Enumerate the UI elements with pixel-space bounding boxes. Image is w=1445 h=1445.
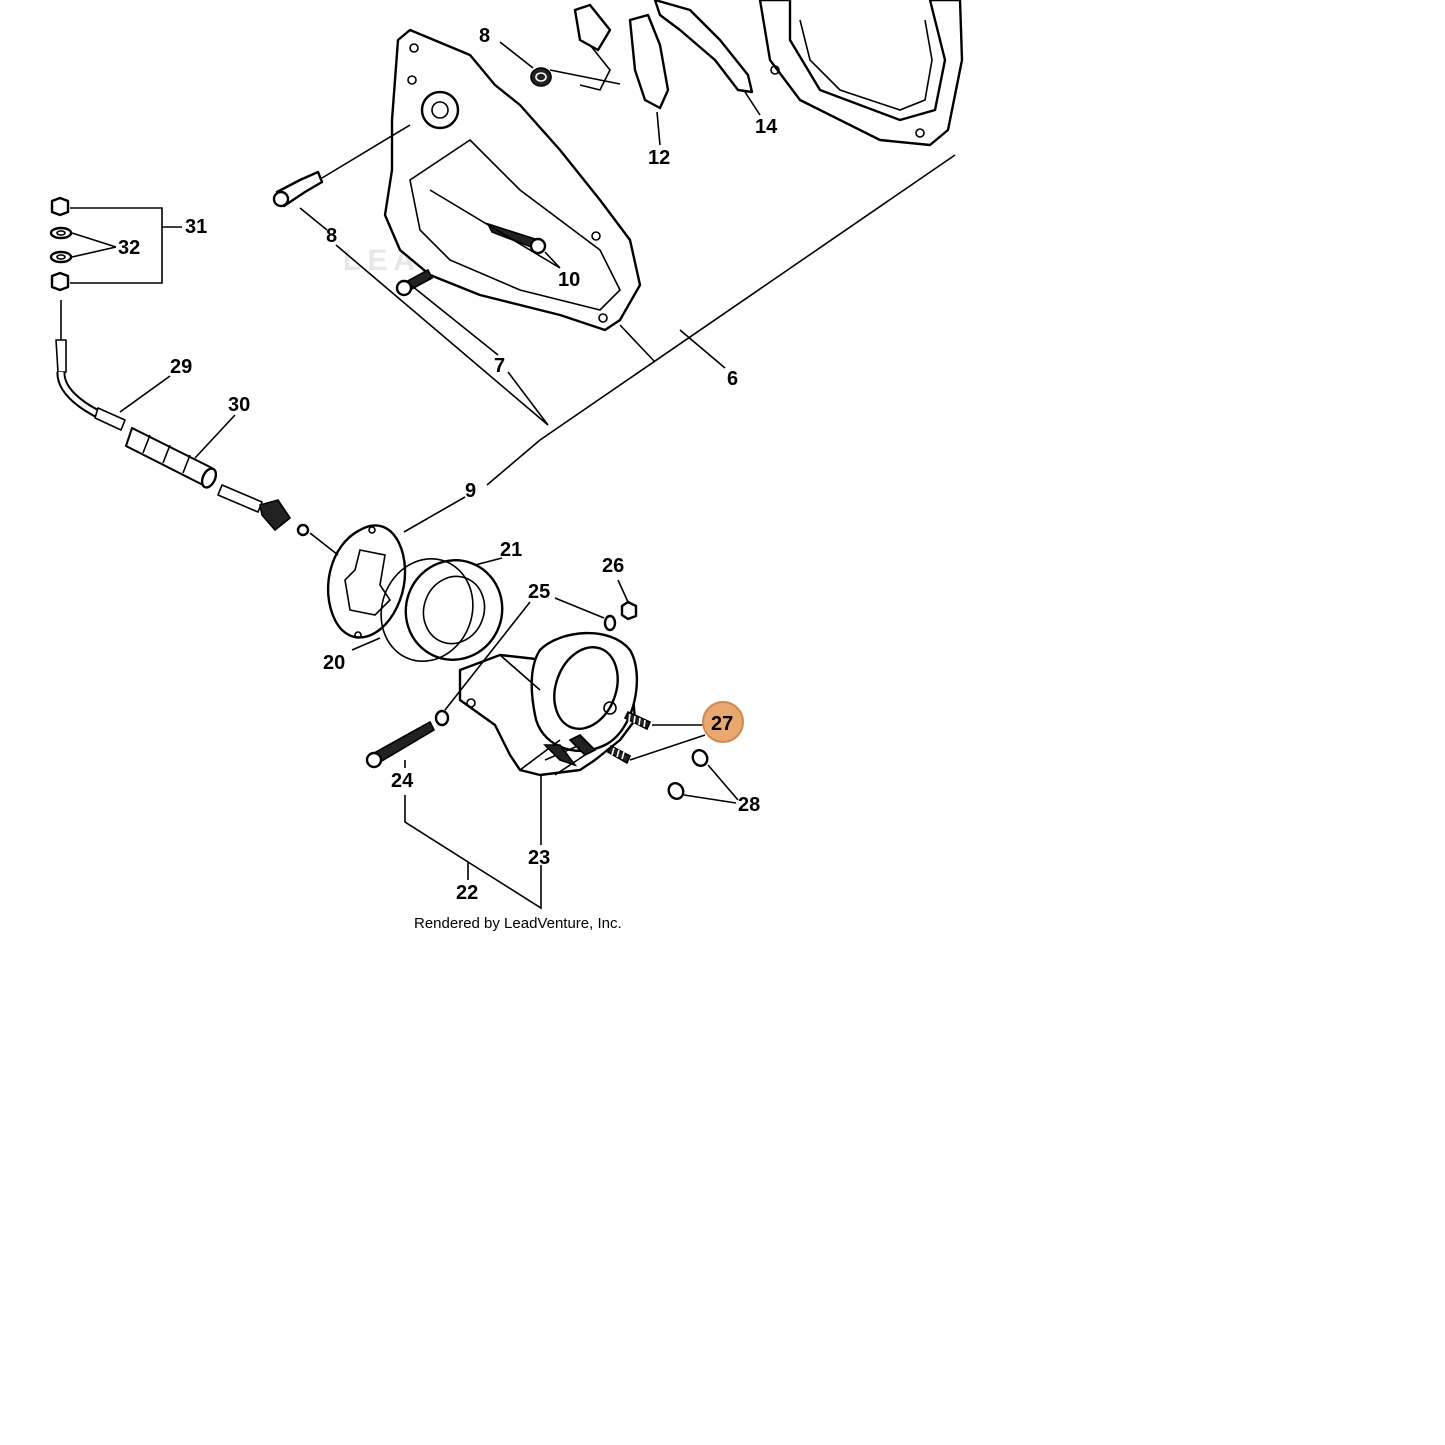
cable-end [217,484,310,537]
ring-21 [380,557,504,663]
callout-8[interactable]: 8 [326,225,337,247]
callout-12[interactable]: 12 [648,147,670,169]
callout-27-highlight[interactable]: 27 [702,701,744,743]
spring-11 [530,67,552,87]
throttle-cable-29 [55,300,126,431]
cap-28 [667,749,709,800]
callout-leaders [70,41,956,910]
callout-30[interactable]: 30 [228,394,250,416]
callout-7[interactable]: 7 [494,355,505,377]
callout-28[interactable]: 28 [738,794,760,816]
callout-25[interactable]: 25 [528,581,550,603]
cable-sleeve-30 [125,427,218,489]
callout-26[interactable]: 26 [602,555,624,577]
screw-24 [365,720,436,769]
callout-32[interactable]: 32 [118,237,140,259]
callout-14[interactable]: 14 [755,116,778,138]
highlight-circle[interactable] [702,701,744,743]
handle-housing [383,28,642,332]
callout-21[interactable]: 21 [500,539,522,561]
nut-washer-stack [49,196,73,292]
throttle-trigger [573,3,670,110]
callout-9[interactable]: 9 [465,480,476,502]
gasket-20 [327,524,407,639]
callout-31[interactable]: 31 [185,216,207,238]
fitting-8 [272,170,324,208]
callout-6[interactable]: 6 [727,368,738,390]
callout-22[interactable]: 22 [456,882,478,904]
rear-handle-frame [758,0,964,147]
callout-20[interactable]: 20 [323,652,345,674]
callout-labels: 8 12 14 8 10 7 6 9 31 32 29 30 21 26 25 … [118,25,778,904]
footer-credit: Rendered by LeadVenture, Inc. [414,915,622,932]
callout-29[interactable]: 29 [170,356,192,378]
callout-11[interactable]: 8 [479,25,490,47]
callout-24[interactable]: 24 [391,770,414,792]
spring-27 [606,710,652,765]
washer-25 [434,614,617,727]
nut-26 [620,600,638,621]
callout-10[interactable]: 10 [558,269,580,291]
housing-23 [458,631,638,777]
callout-27[interactable]: 27 [711,713,733,735]
callout-23[interactable]: 23 [528,847,550,869]
throttle-lock-lever [653,0,754,94]
screw-7 [395,268,434,297]
